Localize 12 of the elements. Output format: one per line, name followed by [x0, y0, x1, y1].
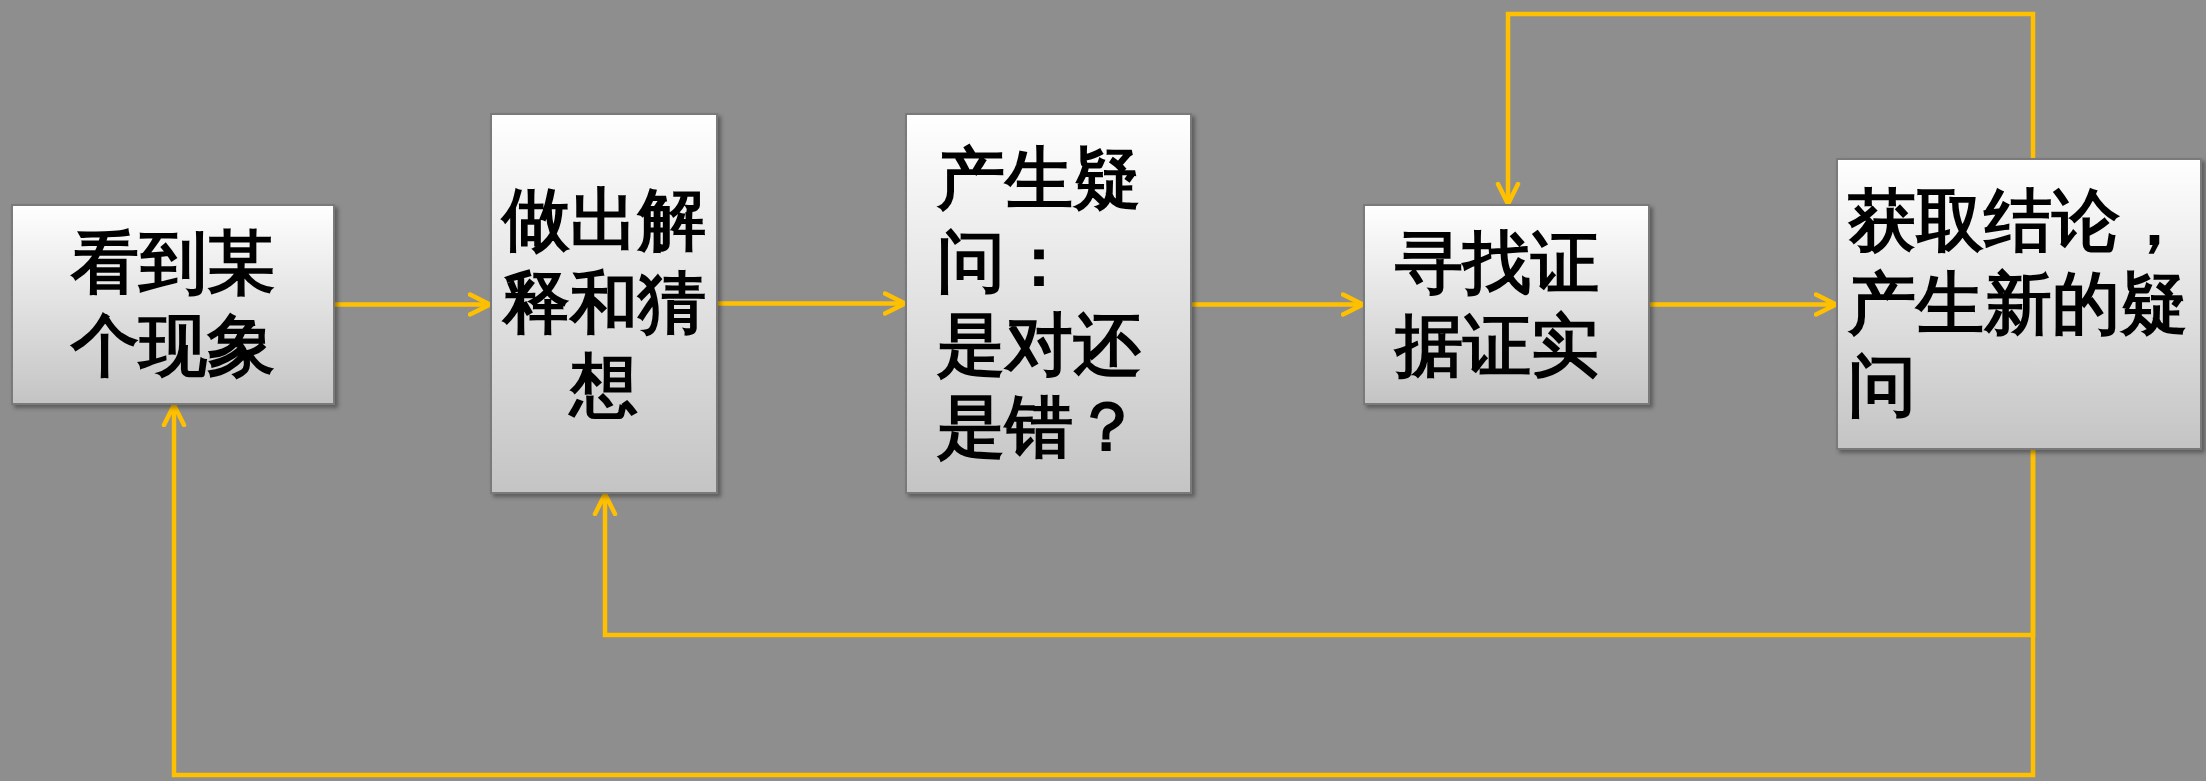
node-text: 做出解释和猜想: [500, 179, 707, 427]
process-box: [905, 113, 1192, 494]
node-text: 寻找证据证实: [1395, 221, 1600, 387]
node-text: 是对还是错？: [937, 303, 1142, 469]
process-box: [1363, 204, 1650, 405]
node-text: 产生疑问：: [937, 137, 1142, 303]
process-box: [490, 113, 718, 494]
node-text: 获取结论，产生新的疑问: [1848, 179, 2189, 428]
node-text: 看到某个现象: [69, 221, 276, 387]
process-box: [1836, 158, 2202, 450]
arrow: [1495, 11, 2036, 207]
process-box: [11, 204, 335, 405]
